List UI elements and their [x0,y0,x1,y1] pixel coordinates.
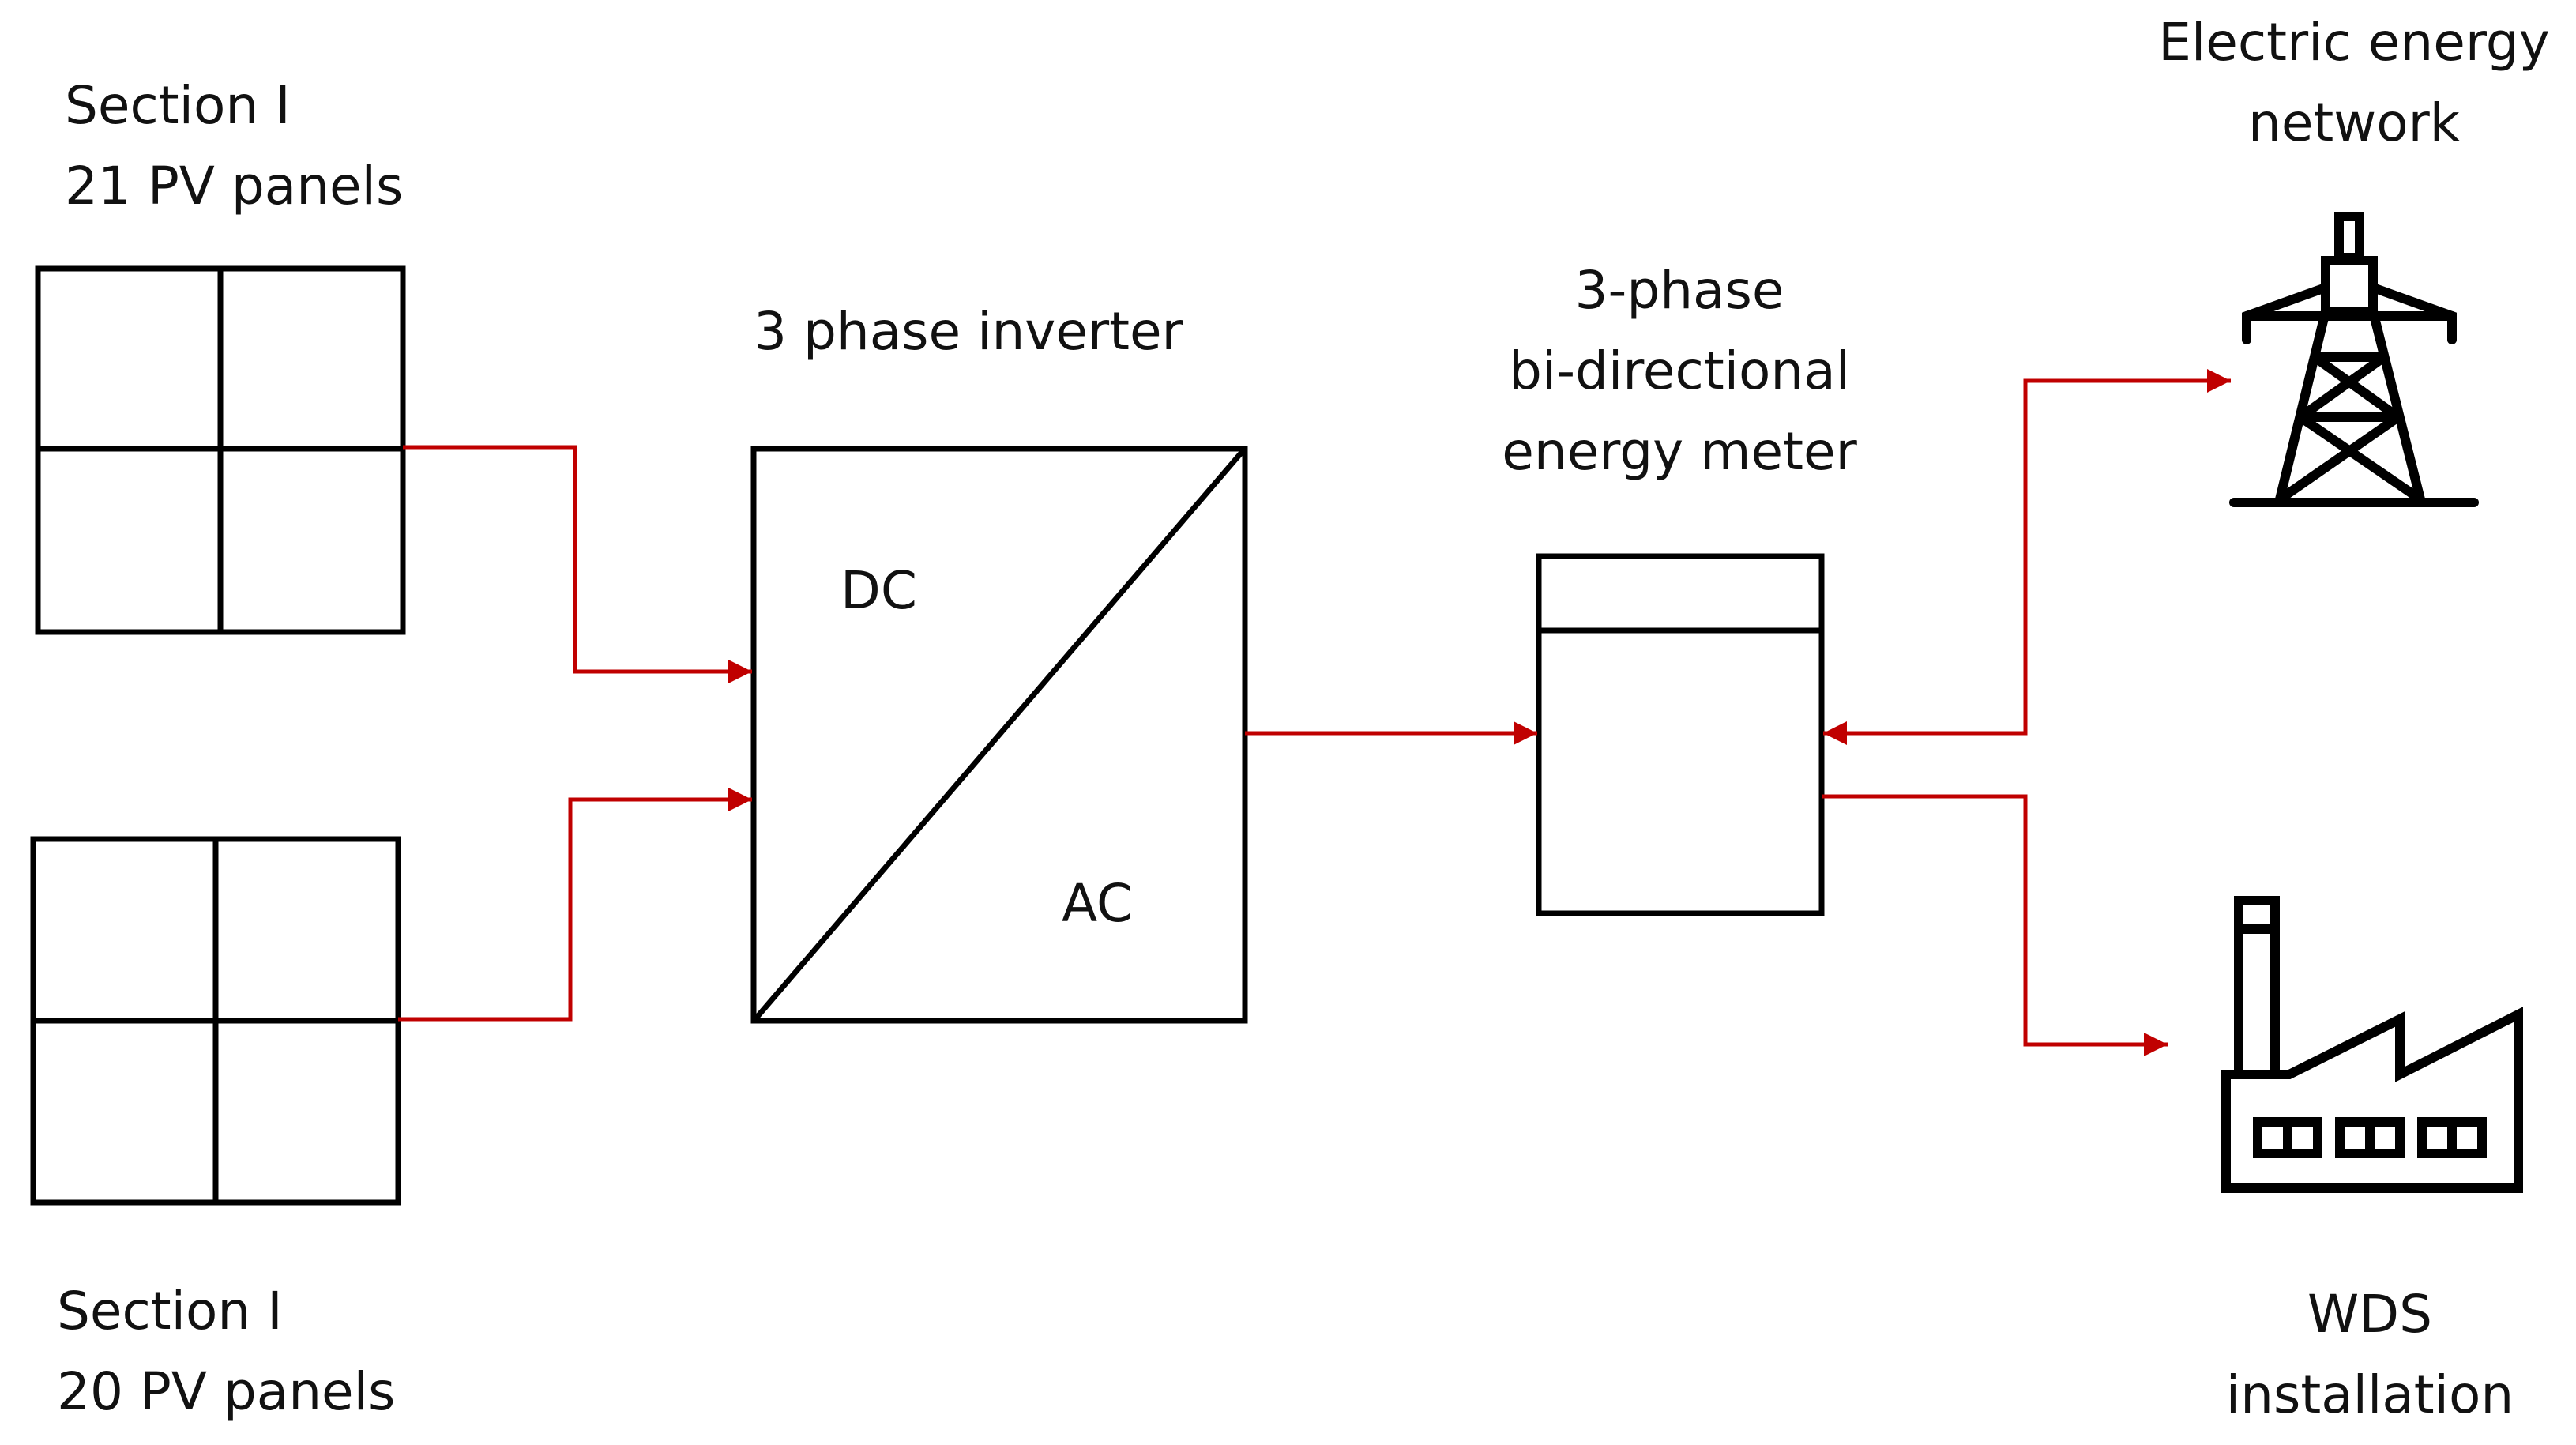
connector-meter-to-grid [2023,369,2231,735]
factory-icon [2221,896,2523,1193]
inverter-title: 3 phase inverter [754,301,1184,362]
inverter-dc-label: DC [840,560,917,621]
connector-bottom-panels-to-inverter [398,788,752,1022]
meter-label-line3: energy meter [1502,421,1857,482]
pv-section-bottom-count: 20 PV panels [57,1361,395,1422]
inverter: 3 phase inverter DC AC [750,301,1248,1024]
pv-section-bottom-title: Section I [57,1281,283,1342]
inverter-ac-label: AC [1062,873,1133,934]
installation-label-line1: WDS [2307,1284,2432,1345]
pv-section-top-title: Section I [65,75,291,136]
pv-section-top: Section I 21 PV panels [35,75,406,635]
pv-section-top-count: 21 PV panels [65,156,403,216]
inverter-diagonal [753,448,1246,1022]
grid-network: Electric energy network [2158,12,2550,507]
connector-top-panels-to-inverter [403,445,752,683]
grid-label-line2: network [2248,92,2461,153]
meter-label-line2: bi-directional [1509,341,1850,401]
energy-meter: 3-phase bi-directional energy meter [1502,260,1858,916]
installation-label-line2: installation [2226,1364,2514,1425]
pv-section-bottom: Section I 20 PV panels [30,836,401,1422]
pv-panel-array-bottom [30,836,401,1206]
meter-label-line1: 3-phase [1575,260,1784,321]
pv-panel-array-top [35,265,406,635]
connector-meter-to-installation [1822,794,2168,1056]
power-tower-icon [2229,212,2479,507]
meter-box [1536,553,1825,916]
connections [398,369,2231,1056]
wds-installation: WDS installation [2221,896,2523,1425]
grid-label-line1: Electric energy [2158,12,2550,73]
